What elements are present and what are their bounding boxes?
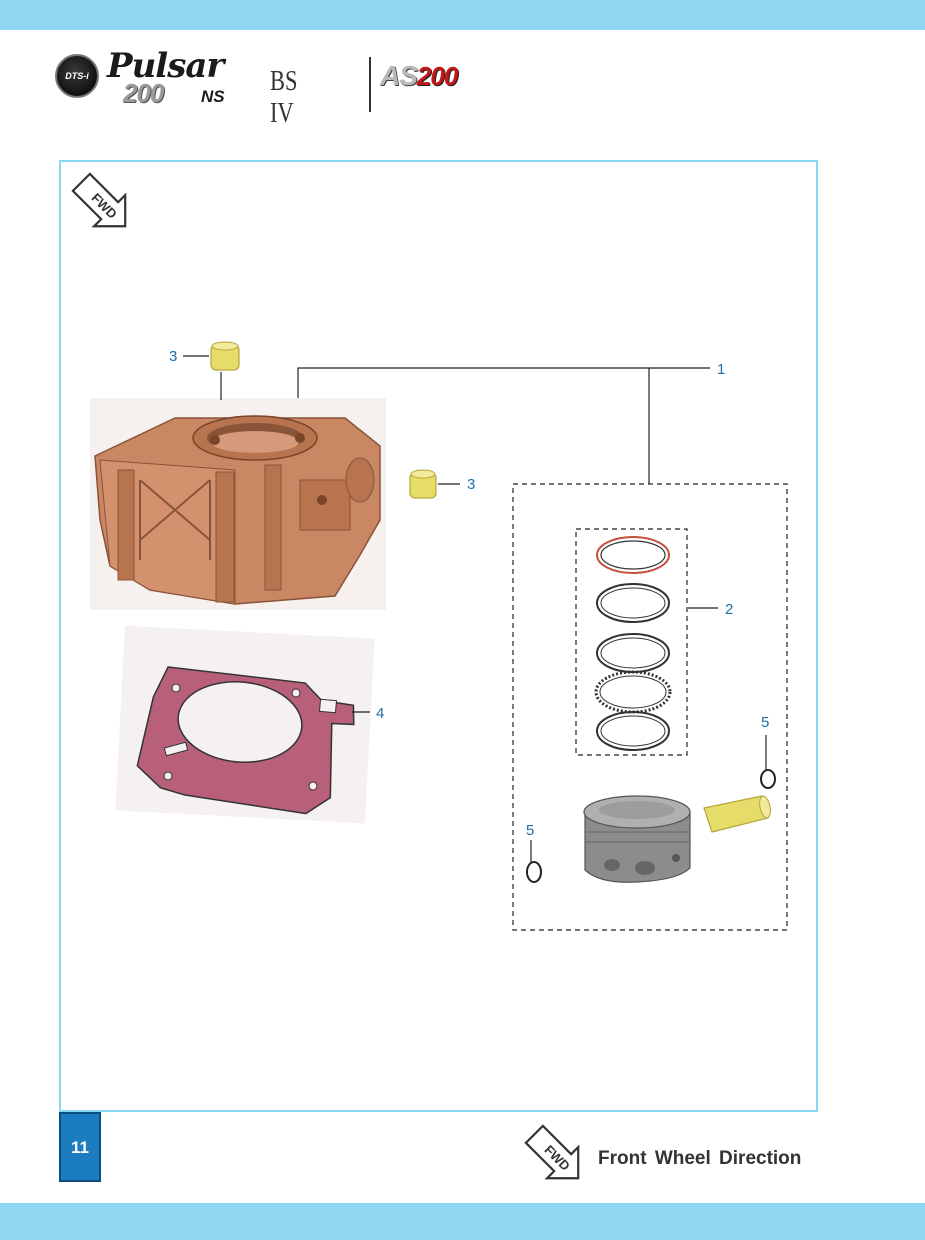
callout-gasket: 4 (376, 705, 385, 722)
legend-fwd-arrow-icon: FWD (524, 1124, 580, 1180)
piston-rings-box (575, 528, 688, 756)
as200-number: 200 (416, 61, 458, 91)
header-divider (369, 57, 371, 112)
dowel-pin-top (210, 341, 240, 371)
callout-dowel-pin-right: 3 (467, 476, 476, 493)
as200-logo: AS200 (380, 60, 458, 92)
piston-rings (594, 536, 672, 751)
dowel-pin-right (409, 469, 437, 499)
top-color-band (0, 0, 925, 30)
dowel-pin-leaders (183, 355, 460, 485)
callout-dowel-pin-top: 3 (169, 348, 178, 365)
brand-model-suffix: NS (201, 87, 225, 106)
bottom-color-band (0, 1203, 925, 1240)
callout-cylinder-assembly: 1 (717, 361, 726, 378)
brand-script-name: Pulsar (107, 46, 224, 86)
pulsar-logo: DTS-i Pulsar 200 NS BS IV (55, 46, 335, 129)
legend-label: Front Wheel Direction (598, 1148, 802, 1169)
brand-model-number: 200 (123, 78, 164, 108)
page-number: 11 (71, 1138, 89, 1157)
piston-pin (703, 795, 771, 833)
callout-circlip-left: 5 (526, 822, 535, 839)
circlip-left (526, 840, 542, 883)
callout-circlip-right: 5 (761, 714, 770, 731)
diagram-frame (59, 160, 818, 1112)
piston (583, 795, 691, 883)
fwd-arrow-icon: FWD (71, 172, 127, 228)
emission-label: BS IV (270, 66, 298, 129)
as200-letters: AS (380, 60, 418, 91)
piston-assembly-box (512, 483, 788, 931)
callout-piston-rings: 2 (725, 601, 734, 618)
dtsi-badge: DTS-i (55, 54, 99, 98)
cylinder-gasket (115, 625, 375, 824)
page-number-box: 11 (59, 1112, 101, 1182)
dtsi-badge-text: DTS-i (65, 71, 89, 81)
circlip-right (760, 735, 776, 789)
cylinder-block (90, 398, 386, 610)
